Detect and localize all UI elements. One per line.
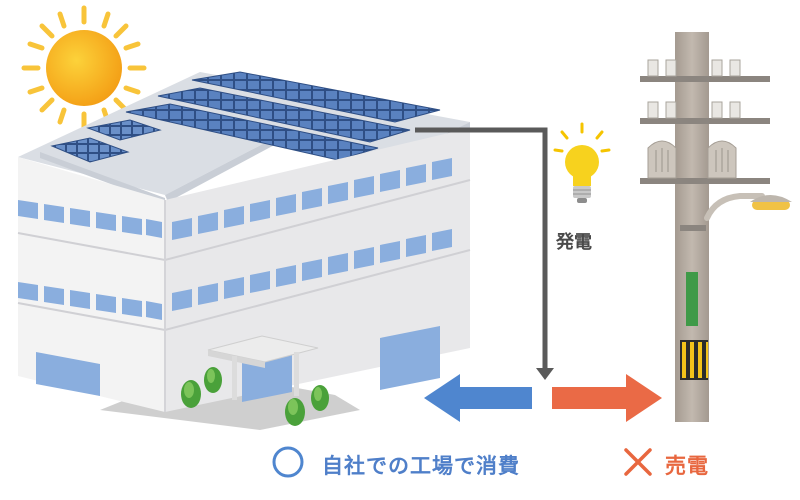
circle-icon	[272, 446, 304, 478]
selling-label: 売電	[665, 454, 709, 478]
selling-arrow	[552, 374, 662, 422]
generation-label: 発電	[556, 232, 592, 253]
cross-icon	[624, 448, 652, 476]
power-flow-line	[415, 127, 548, 370]
flow-arrowhead	[536, 368, 554, 380]
building-entrance	[207, 335, 319, 402]
light-bulb-icon	[553, 122, 611, 203]
building-windows-right	[172, 158, 452, 390]
self-consumption-arrow	[424, 374, 532, 422]
self-consumption-label: 自社での工場で消費	[322, 454, 520, 478]
solar-panels	[50, 71, 441, 163]
building-windows-left	[18, 200, 162, 396]
utility-pole-icon	[640, 32, 792, 422]
shrub-icons	[181, 367, 329, 426]
sun-icon	[21, 5, 147, 131]
